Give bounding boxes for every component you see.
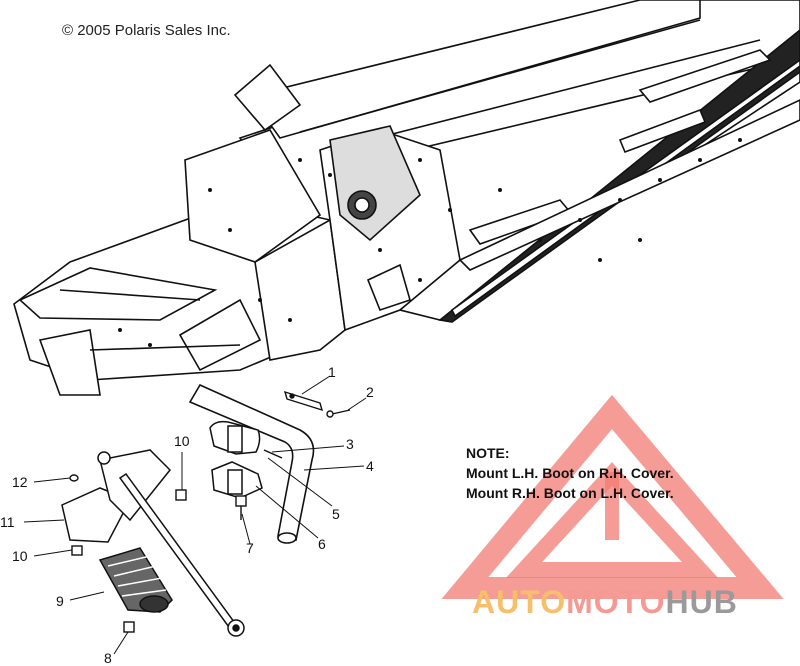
part-5-cover [209, 420, 283, 459]
callout-5: 5 [332, 506, 340, 522]
part-11-plate [61, 449, 172, 543]
callout-11: 11 [0, 514, 15, 530]
part-8-nut [123, 621, 135, 633]
watermark-moto: MOTO [566, 584, 666, 620]
callout-10-upper: 10 [174, 433, 190, 449]
part-7-bolt [235, 495, 247, 520]
part-9-boot [98, 547, 173, 613]
watermark-hub: HUB [665, 584, 738, 620]
callout-10-lower: 10 [12, 548, 28, 564]
chassis-frame [13, 0, 800, 396]
note-line-2: Mount R.H. Boot on L.H. Cover. [466, 485, 674, 501]
part-4-tube [188, 383, 315, 544]
watermark-triangle [441, 394, 784, 599]
callout-8: 8 [104, 650, 112, 666]
part-6-cover [211, 461, 263, 499]
callout-4: 4 [366, 458, 374, 474]
callout-6: 6 [318, 536, 326, 552]
note-line-1: Mount L.H. Boot on R.H. Cover. [466, 465, 674, 481]
watermark-auto: AUTO [472, 584, 567, 620]
callout-2: 2 [366, 384, 374, 400]
callout-12: 12 [12, 474, 28, 490]
copyright-text: © 2005 Polaris Sales Inc. [62, 22, 231, 39]
callout-1: 1 [328, 364, 336, 380]
callout-9: 9 [56, 593, 64, 609]
tie-rod [118, 472, 245, 637]
part-2-pin [326, 409, 351, 418]
rivet-holes [118, 138, 742, 347]
mounting-note: NOTE: Mount L.H. Boot on R.H. Cover. Mou… [466, 443, 674, 503]
part-1-bracket [283, 390, 324, 412]
leader-lines [23, 375, 367, 655]
part-12-screw [69, 474, 79, 482]
note-heading: NOTE: [466, 445, 510, 461]
watermark-logo: AUTOMOTOHUB [472, 584, 738, 621]
callout-3: 3 [346, 436, 354, 452]
callout-7: 7 [246, 540, 254, 556]
